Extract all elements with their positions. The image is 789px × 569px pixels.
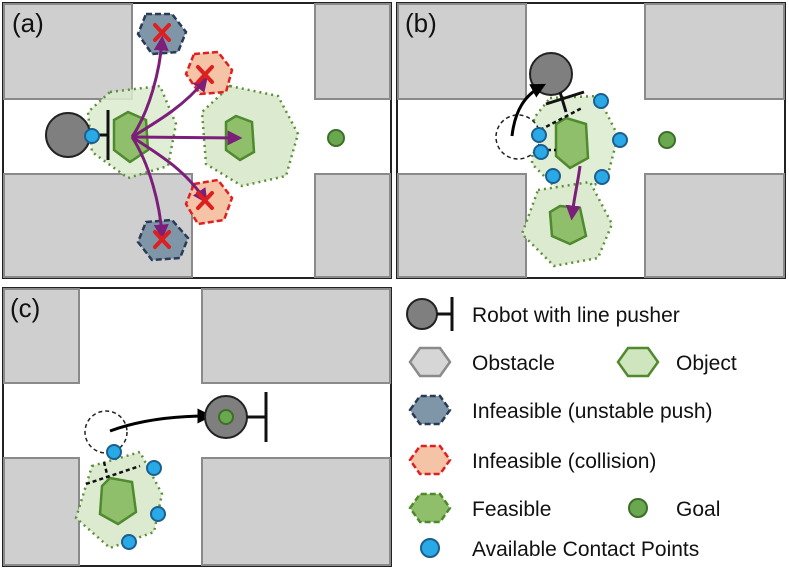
contact-point xyxy=(531,93,628,185)
line-pusher xyxy=(545,90,585,113)
obstacle xyxy=(201,457,391,566)
panel-label-a: (a) xyxy=(12,8,44,38)
legend-goal-label: Goal xyxy=(676,498,720,521)
goal-marker xyxy=(658,131,676,149)
robot xyxy=(45,112,91,158)
legend-robot-label: Robot with line pusher xyxy=(472,304,680,327)
obstacle xyxy=(201,288,391,384)
legend-unstable-label: Infeasible (unstable push) xyxy=(472,400,713,423)
obstacle xyxy=(644,173,785,278)
obstacle xyxy=(3,3,133,100)
obstacle xyxy=(314,173,391,278)
legend-object-icon xyxy=(616,346,660,378)
legend-unstable-icon xyxy=(408,394,452,426)
object xyxy=(554,116,590,170)
panel-a: (a) xyxy=(2,2,392,279)
object xyxy=(98,476,138,526)
legend-robot-icon xyxy=(406,297,454,331)
legend-object-label: Object xyxy=(676,352,737,375)
contact-point xyxy=(106,444,166,550)
legend-contacts-label: Available Contact Points xyxy=(472,538,699,561)
legend-obstacle-label: Obstacle xyxy=(472,352,555,375)
legend-feasible-icon xyxy=(408,492,452,524)
obstacle xyxy=(3,288,80,384)
obstacle xyxy=(397,173,527,278)
panel-label-c: (c) xyxy=(10,293,40,323)
contact-point xyxy=(84,128,100,144)
legend-contact-icon xyxy=(420,538,440,558)
push-path-arrow xyxy=(131,130,243,146)
obstacle xyxy=(3,457,80,566)
push-path-arrow xyxy=(131,76,208,139)
push-path-arrow xyxy=(565,165,582,221)
contact-line xyxy=(85,461,141,486)
goal-marker xyxy=(218,409,234,425)
x-mark-icon xyxy=(153,23,214,249)
legend-obstacle-icon xyxy=(408,346,452,378)
push-path-arrow xyxy=(130,35,169,138)
panel-c: (c) xyxy=(2,287,392,567)
legend-collision-label: Infeasible (collision) xyxy=(472,450,656,473)
legend: Robot with line pusher Obstacle Object I… xyxy=(406,297,737,561)
obstacle xyxy=(397,3,527,100)
panel-b: (b) xyxy=(396,2,786,279)
obstacle xyxy=(644,3,785,100)
legend-goal-icon xyxy=(628,498,648,518)
goal-marker xyxy=(327,129,345,147)
object xyxy=(548,204,588,246)
push-path-arrow xyxy=(130,136,169,240)
obstacle xyxy=(314,3,391,100)
line-pusher xyxy=(247,392,268,442)
reposition-arrow xyxy=(510,83,546,137)
legend-feasible-label: Feasible xyxy=(472,498,551,521)
legend-collision-icon xyxy=(408,444,452,476)
reposition-arrow xyxy=(109,408,213,433)
robot-previous-position xyxy=(84,410,128,454)
panel-label-b: (b) xyxy=(405,8,437,38)
